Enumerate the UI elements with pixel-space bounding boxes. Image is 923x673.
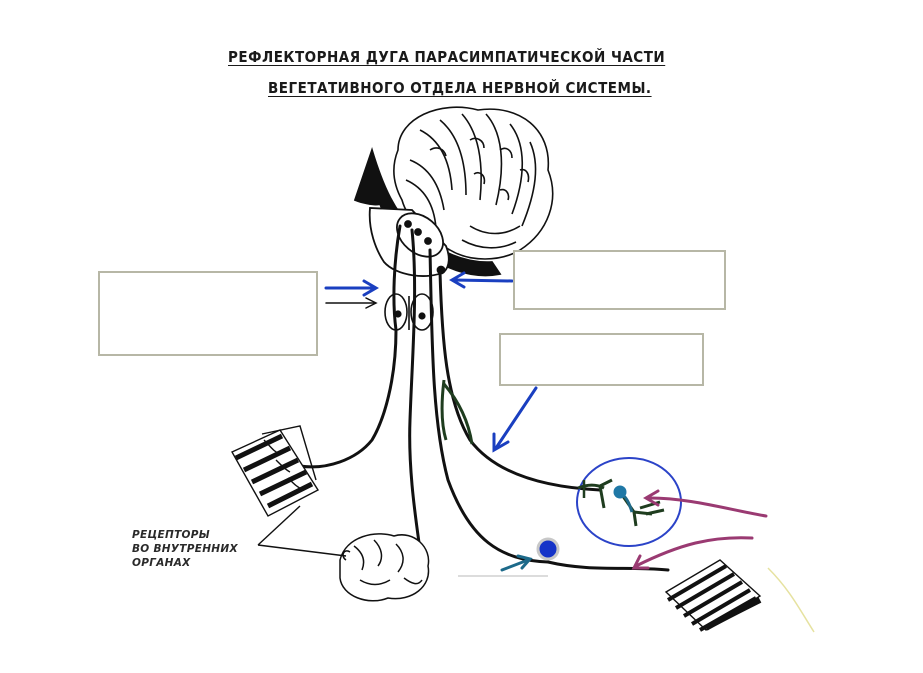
receptor-label-line-3: ОРГАНАХ (132, 557, 191, 569)
arrow-to-intramural-ganglion (500, 558, 530, 572)
blank-label-box-upper-right[interactable] (513, 250, 726, 310)
faint-pointer-line (767, 567, 815, 633)
arrow-purple-lower (634, 536, 754, 568)
blank-label-box-middle-right[interactable] (499, 333, 704, 386)
intramural-ganglion (536, 537, 560, 561)
receptor-label-line-1: РЕЦЕПТОРЫ (132, 529, 210, 541)
green-nerve-segment (440, 379, 448, 441)
pointer-arrows (324, 271, 768, 572)
diagram-title-line-1: РЕФЛЕКТОРНАЯ ДУГА ПАРАСИМПАТИЧЕСКОЙ ЧАСТ… (228, 48, 666, 66)
cerebellum (393, 106, 554, 260)
spinal-cord-section (384, 293, 434, 331)
receptor-label: РЕЦЕПТОРЫ ВО ВНУТРЕННИХ ОРГАНАХ (132, 528, 238, 570)
arrow-to-preganglionic-fiber (494, 386, 538, 450)
receptor-pointer-lines (257, 505, 347, 557)
blank-label-box-left[interactable] (98, 271, 318, 356)
diagram-title-line-2: ВЕГЕТАТИВНОГО ОТДЕЛА НЕРВНОЙ СИСТЕМЫ. (268, 79, 652, 97)
receptor-label-line-2: ВО ВНУТРЕННИХ (132, 543, 238, 555)
internal-organ (339, 533, 430, 602)
smooth-muscle-tissue (664, 559, 762, 632)
arrow-purple-upper (648, 496, 768, 518)
arrow-to-brainstem-nucleus (452, 278, 514, 283)
ganglion-highlight (576, 457, 682, 547)
striated-tissue-left (231, 425, 319, 517)
